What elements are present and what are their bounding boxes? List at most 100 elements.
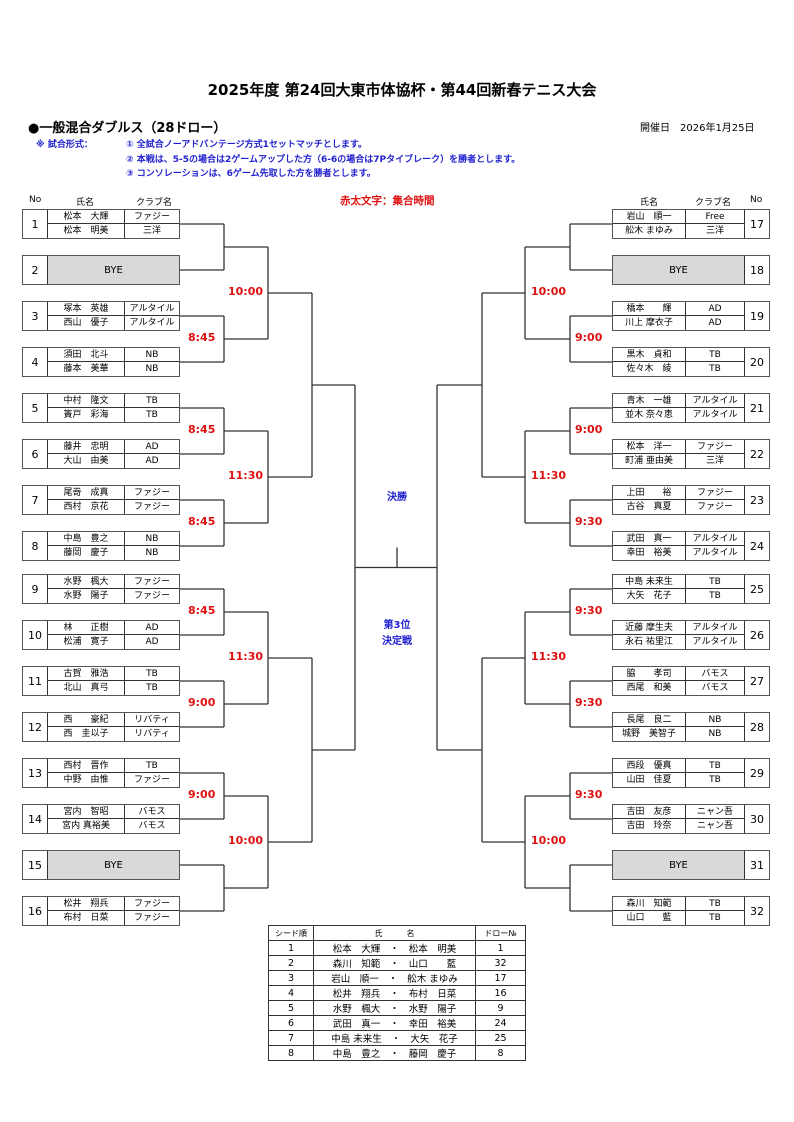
match-time: 10:00 xyxy=(531,285,567,298)
club-name: ファジー xyxy=(133,775,170,785)
player-pair: 脇 孝司バモス西尾 和美バモス xyxy=(613,667,744,695)
club-name: NB xyxy=(145,548,159,558)
seed-names: 松井 翔兵 ・ 布村 日菜 xyxy=(313,985,476,1001)
draw-number: 28 xyxy=(744,713,769,741)
match-time: 8:45 xyxy=(188,423,216,436)
player-name: 川上 摩衣子 xyxy=(613,316,686,330)
third-place-line-2: 決定戦 xyxy=(382,636,412,647)
club-name: NB xyxy=(145,534,159,544)
page-title: 2025年度 第24回大東市体協杯・第44回新春テニス大会 xyxy=(207,81,597,99)
draw-number: 27 xyxy=(744,667,769,695)
club-name: バモス xyxy=(138,821,166,831)
club-name: Free xyxy=(705,212,725,222)
player-row: 幸田 裕美アルタイル xyxy=(613,546,744,560)
player-name: 佐々木 綾 xyxy=(613,362,686,376)
club-name: TB xyxy=(146,396,158,406)
draw-number: 21 xyxy=(744,394,769,422)
player-row: 青木 一雄アルタイル xyxy=(613,394,744,408)
draw-number: 24 xyxy=(744,532,769,560)
player-pair: 武田 真一アルタイル幸田 裕美アルタイル xyxy=(613,532,744,560)
match-time: 9:00 xyxy=(575,423,603,436)
seed-rank: 3 xyxy=(268,970,314,986)
player-name: 武田 真一 xyxy=(613,532,686,545)
player-name: 並木 奈々恵 xyxy=(613,408,686,422)
draw-number: 13 xyxy=(23,759,48,787)
draw-number: 5 xyxy=(23,394,48,422)
club-name: ニャン吾 xyxy=(696,821,733,831)
player-name: 古谷 真夏 xyxy=(613,500,686,514)
player-pair: 松井 翔兵ファジー布村 日菜ファジー xyxy=(48,897,179,925)
player-name: 中野 由惟 xyxy=(48,773,125,787)
player-name: 塚本 英雄 xyxy=(48,302,125,315)
club-name: NB xyxy=(708,715,722,725)
club-name: ファジー xyxy=(133,577,170,587)
bye-slot: BYE xyxy=(48,851,179,879)
seed-draw-no: 9 xyxy=(475,1000,526,1016)
draw-number: 15 xyxy=(23,851,48,879)
match-time: 9:00 xyxy=(188,788,216,801)
third-place-line-1: 第3位 xyxy=(383,620,411,631)
draw-number: 18 xyxy=(744,256,769,284)
player-pair: 水野 楓大ファジー水野 陽子ファジー xyxy=(48,575,179,603)
club-name: アルタイル xyxy=(692,410,738,420)
header-name-left: 氏名 xyxy=(76,198,95,208)
player-name: 町浦 亜由美 xyxy=(613,454,686,468)
header-name-right: 氏名 xyxy=(640,198,659,208)
player-name: 松本 洋一 xyxy=(613,440,686,453)
rules-label: ※ 試合形式： xyxy=(36,140,93,150)
player-pair: 青木 一雄アルタイル並木 奈々恵アルタイル xyxy=(613,394,744,422)
player-row: 西山 優子アルタイル xyxy=(48,316,179,330)
player-row: 西 豪紀リバティ xyxy=(48,713,179,727)
match-time: 11:30 xyxy=(228,650,264,663)
match-time: 9:30 xyxy=(575,604,603,617)
club-name: AD xyxy=(145,456,159,466)
player-name: 城野 美智子 xyxy=(613,727,686,741)
player-name: 中村 隆文 xyxy=(48,394,125,407)
seed-draw-no: 32 xyxy=(475,955,526,971)
player-row: 松本 洋一ファジー xyxy=(613,440,744,454)
draw-number: 16 xyxy=(23,897,48,925)
player-name: 幸田 裕美 xyxy=(613,546,686,560)
match-time: 8:45 xyxy=(188,331,216,344)
player-row: 西村 京花ファジー xyxy=(48,500,179,514)
seed-names: 松本 大輝 ・ 松本 明美 xyxy=(313,940,476,956)
club-name: AD xyxy=(708,318,722,328)
club-name: TB xyxy=(709,350,721,360)
player-name: 岩山 順一 xyxy=(613,210,686,223)
draw-number: 32 xyxy=(744,897,769,925)
club-name: AD xyxy=(145,637,159,647)
match-time: 8:45 xyxy=(188,604,216,617)
club-name: ファジー xyxy=(133,212,170,222)
player-row: 近藤 摩生夫アルタイル xyxy=(613,621,744,635)
